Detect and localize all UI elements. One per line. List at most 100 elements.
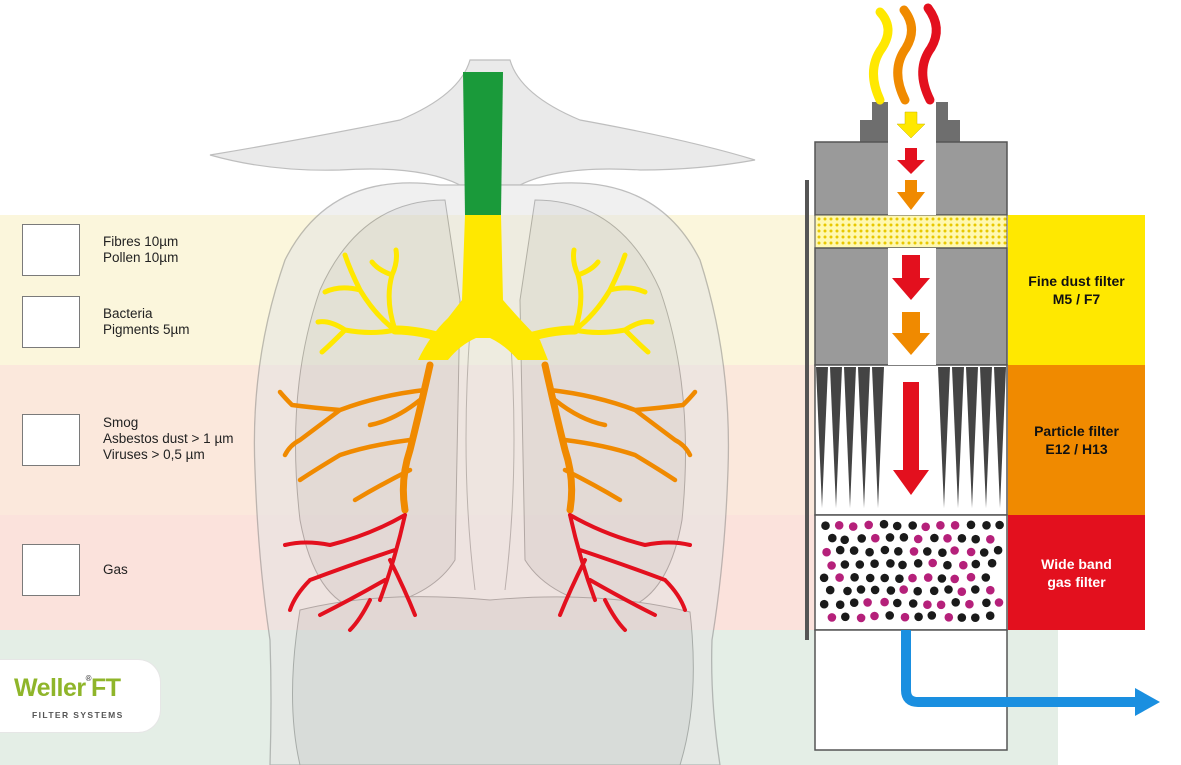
granule	[994, 598, 1004, 607]
clean-air-outflow-arrow	[901, 630, 1160, 716]
body-silhouette	[209, 59, 756, 765]
granule	[825, 585, 835, 595]
granule	[894, 547, 903, 556]
granule	[828, 533, 837, 543]
granule	[848, 522, 858, 531]
granule	[908, 521, 917, 530]
granule	[849, 598, 859, 607]
granule	[822, 547, 831, 557]
granule	[966, 547, 976, 557]
pleat	[994, 367, 1006, 508]
granule	[880, 573, 889, 583]
pleat	[952, 367, 964, 508]
bronchi-yellow	[315, 247, 655, 355]
granule	[843, 586, 852, 596]
granule	[944, 585, 953, 594]
pollutant-label-gas: Gas	[103, 562, 128, 577]
granule	[821, 521, 830, 530]
smog-virus-icon-frame	[22, 414, 80, 466]
granule	[950, 574, 959, 584]
granule	[986, 585, 995, 595]
granule	[870, 611, 879, 621]
granule	[892, 521, 902, 531]
granule	[923, 573, 933, 582]
granule	[936, 600, 946, 610]
granule	[886, 586, 896, 595]
granule	[849, 546, 859, 555]
granule	[913, 586, 922, 596]
granule	[930, 533, 939, 543]
granule	[840, 560, 850, 569]
granule	[893, 598, 902, 608]
granule	[995, 520, 1004, 530]
granule	[857, 534, 866, 543]
granule	[871, 533, 880, 543]
pleat	[830, 367, 842, 508]
granule	[950, 521, 960, 530]
granule	[985, 611, 995, 620]
granule	[819, 573, 829, 583]
granule	[986, 535, 995, 544]
granule	[840, 535, 849, 545]
pleat	[844, 367, 856, 508]
granule	[928, 558, 937, 568]
granule	[951, 598, 960, 607]
granule	[993, 545, 1003, 555]
granule	[943, 560, 952, 570]
granule	[895, 574, 904, 583]
granule	[937, 574, 947, 583]
granule	[885, 533, 895, 542]
granule	[865, 547, 874, 557]
granule	[827, 613, 837, 622]
granule	[834, 521, 844, 530]
pleat	[938, 367, 950, 508]
granule	[957, 534, 967, 543]
granule	[979, 548, 989, 557]
granule	[841, 612, 850, 622]
exhaust-flames	[869, 3, 941, 105]
granule	[909, 547, 919, 556]
granule	[913, 559, 923, 568]
logo-wordmark: Weller®FT	[14, 674, 121, 702]
logo-tagline: FILTER SYSTEMS	[32, 710, 124, 720]
granule	[971, 613, 980, 622]
granule	[987, 558, 997, 568]
granule	[923, 547, 932, 556]
granule	[879, 519, 889, 529]
granule	[885, 611, 894, 620]
filter-column	[805, 102, 1008, 751]
airflow-arrows	[892, 111, 930, 495]
granule	[921, 522, 930, 532]
fibres-pollen-icon-frame	[22, 224, 80, 276]
pleat	[872, 367, 884, 508]
granule	[923, 600, 932, 609]
bronchi-red	[283, 513, 692, 632]
granule	[971, 585, 980, 594]
pleat	[816, 367, 828, 508]
pleat	[980, 367, 992, 508]
bronchi-orange	[277, 361, 698, 514]
granule	[900, 612, 910, 622]
granule	[957, 587, 967, 596]
bacteria-icon-frame	[22, 296, 80, 348]
granule	[870, 585, 880, 595]
granule	[864, 520, 873, 530]
granule	[819, 599, 829, 609]
granule	[856, 613, 866, 623]
granule	[957, 613, 967, 622]
granule	[886, 559, 895, 568]
granule	[880, 597, 889, 607]
granule	[966, 520, 976, 530]
granule	[898, 560, 907, 570]
granule	[981, 573, 991, 582]
granule	[855, 560, 865, 569]
granule	[971, 534, 980, 544]
gas-flame-icon-frame	[22, 544, 80, 596]
granule	[959, 560, 968, 570]
granule	[943, 534, 952, 543]
granule	[850, 573, 859, 582]
pollutant-label-fibres: Fibres 10µm Pollen 10µm	[103, 234, 179, 265]
granule	[908, 599, 918, 608]
granule	[965, 599, 974, 609]
